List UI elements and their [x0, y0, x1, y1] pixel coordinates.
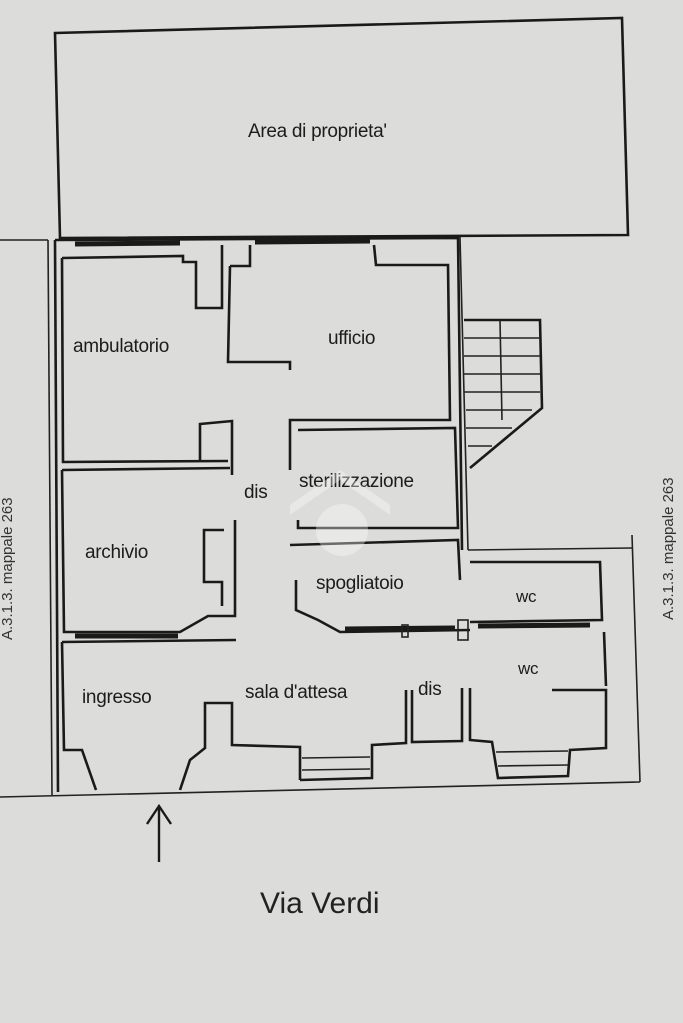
label-archivio: archivio: [85, 542, 148, 563]
label-wc-upper: wc: [515, 587, 537, 606]
room-labels: ambulatorio ufficio dis sterilizzazione …: [73, 328, 539, 708]
street-label: Via Verdi: [260, 887, 380, 920]
watermark-logo-icon: [290, 470, 390, 556]
boundary-lines: [0, 236, 641, 798]
label-dis-center: dis: [244, 482, 267, 503]
label-wc-lower: wc: [517, 659, 539, 678]
building-walls: [53, 236, 608, 793]
area-label: Area di proprieta': [248, 121, 387, 142]
label-dis-lower: dis: [418, 679, 441, 700]
label-spogliatoio: spogliatoio: [316, 573, 404, 594]
window-top-left: [74, 240, 181, 247]
label-sala-attesa: sala d'attesa: [245, 682, 348, 703]
window-wc: [477, 622, 591, 629]
label-left-neighbor: A.3.1.3. mappale 263: [0, 497, 16, 640]
window-top-right: [254, 238, 371, 245]
label-ingresso: ingresso: [82, 687, 151, 708]
label-ufficio: ufficio: [328, 328, 375, 349]
window-spogliatoio: [344, 625, 456, 632]
staircase: [464, 318, 544, 469]
neighbor-labels: A.3.1.3. mappale 263 A.3.1.3. mappale 26…: [0, 477, 677, 640]
label-ambulatorio: ambulatorio: [73, 336, 169, 357]
label-right-neighbor: A.3.1.3. mappale 263: [660, 477, 677, 620]
entrance-arrow-icon: [146, 803, 172, 862]
property-area: Area di proprieta': [53, 16, 630, 240]
label-sterilizzazione: sterilizzazione: [299, 471, 414, 492]
